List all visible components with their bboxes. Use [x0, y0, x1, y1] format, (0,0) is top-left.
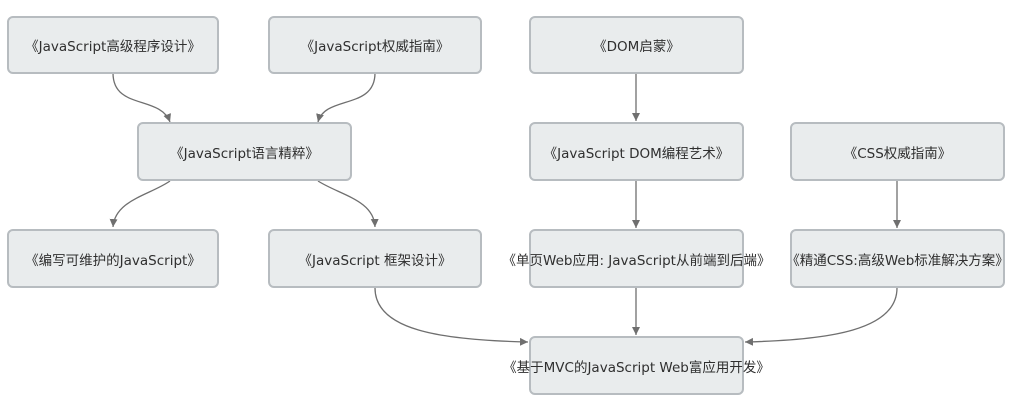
edge-js-good-parts-to-maintainable-js [109, 180, 171, 228]
node-spa: 《单页Web应用: JavaScript从前端到后端》 [503, 229, 770, 288]
node-css-mastery: 《精通CSS:高级Web标准解决方案》 [786, 229, 1009, 288]
node-css-definitive: 《CSS权威指南》 [790, 122, 1005, 181]
edge-js-professional-to-js-good-parts [112, 72, 171, 123]
node-label: 《JavaScript权威指南》 [300, 39, 450, 55]
node-label: 《JavaScript DOM编程艺术》 [543, 145, 730, 162]
node-maintainable-js: 《编写可维护的JavaScript》 [7, 229, 219, 288]
node-label: 《JavaScript语言精粹》 [170, 145, 319, 162]
node-label: 《基于MVC的JavaScript Web富应用开发》 [503, 359, 770, 376]
node-label: 《编写可维护的JavaScript》 [25, 252, 201, 269]
node-js-framework: 《JavaScript 框架设计》 [268, 229, 482, 288]
node-label: 《CSS权威指南》 [843, 145, 952, 162]
node-dom-art: 《JavaScript DOM编程艺术》 [529, 122, 744, 181]
node-label: 《JavaScript 框架设计》 [298, 252, 452, 269]
edge-js-good-parts-to-js-framework [317, 180, 379, 228]
node-js-professional: 《JavaScript高级程序设计》 [7, 16, 219, 74]
node-label: 《DOM启蒙》 [593, 39, 680, 55]
node-js-definitive: 《JavaScript权威指南》 [268, 16, 482, 74]
node-js-good-parts: 《JavaScript语言精粹》 [137, 122, 352, 181]
node-label: 《精通CSS:高级Web标准解决方案》 [786, 252, 1009, 269]
edge-css-mastery-to-mvc-js [744, 287, 898, 346]
node-label: 《JavaScript高级程序设计》 [25, 39, 201, 55]
node-dom-scripting: 《DOM启蒙》 [529, 16, 744, 74]
node-label: 《单页Web应用: JavaScript从前端到后端》 [502, 252, 771, 269]
edge-js-definitive-to-js-good-parts [316, 72, 376, 123]
edge-js-framework-to-mvc-js [374, 287, 529, 346]
node-mvc-js: 《基于MVC的JavaScript Web富应用开发》 [503, 336, 770, 395]
